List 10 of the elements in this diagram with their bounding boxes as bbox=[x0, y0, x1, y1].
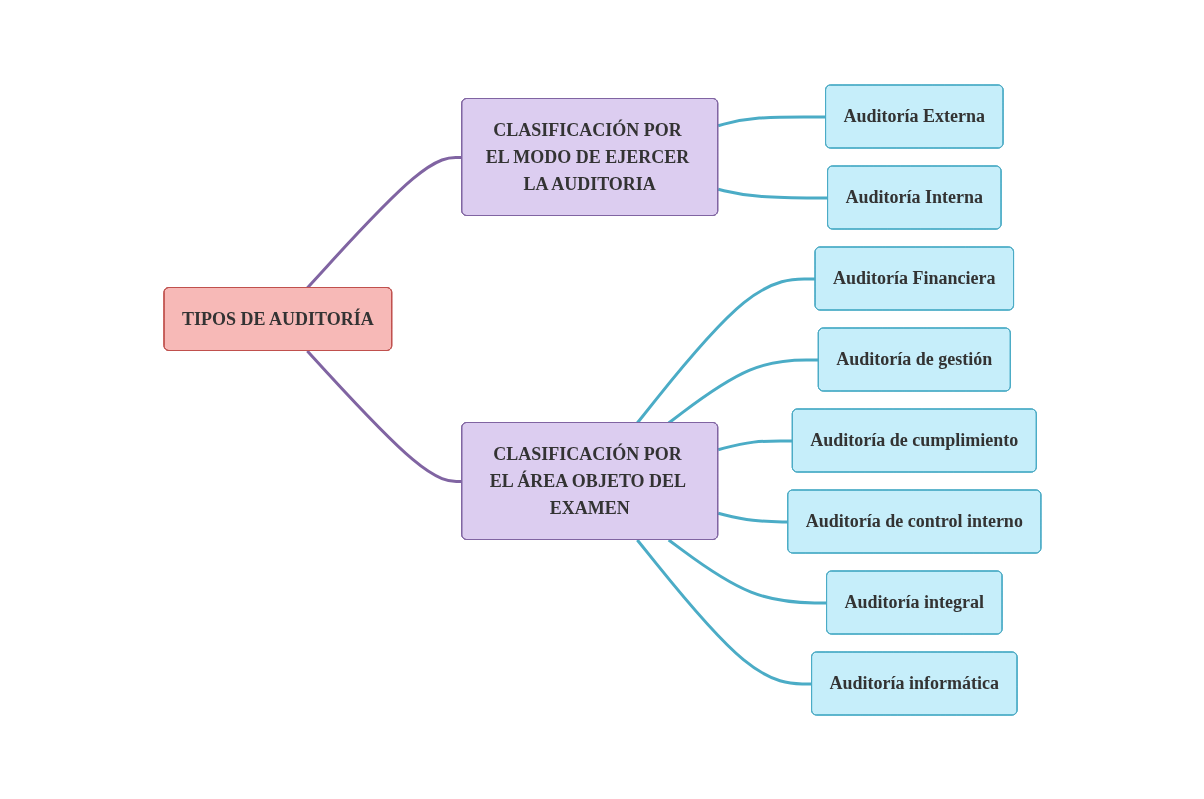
connector bbox=[717, 511, 788, 523]
connector bbox=[717, 187, 828, 199]
connector bbox=[717, 114, 826, 127]
connector bbox=[635, 538, 812, 685]
connector bbox=[667, 538, 827, 604]
connector bbox=[635, 276, 816, 424]
connector bbox=[305, 349, 462, 483]
connector bbox=[717, 438, 793, 451]
connector bbox=[305, 155, 462, 289]
connector bbox=[667, 357, 819, 424]
